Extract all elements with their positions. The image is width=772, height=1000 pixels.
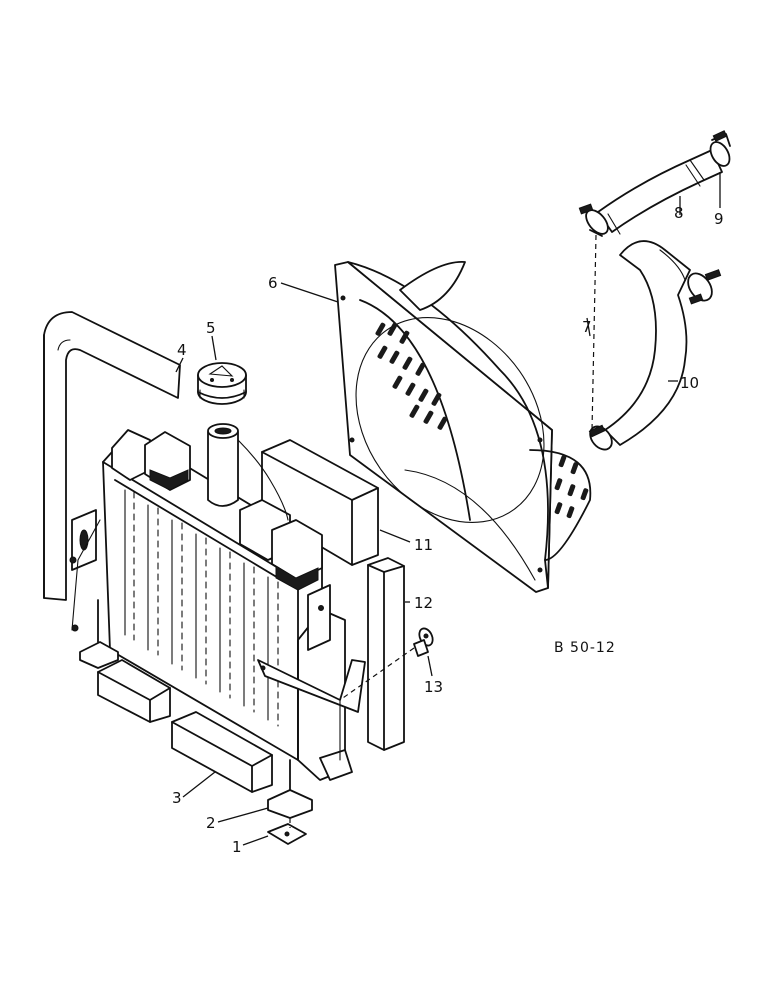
callout-labels: 1 2 3 4 5 6 7 8 9 10 11 12 13 bbox=[172, 204, 724, 856]
shroud-perforations bbox=[375, 322, 589, 519]
callout-8: 8 bbox=[674, 204, 684, 222]
radiator-core bbox=[69, 423, 366, 819]
leader-lines bbox=[175, 172, 721, 846]
hose-clamp-lower-right bbox=[687, 269, 722, 305]
callout-13: 13 bbox=[424, 678, 443, 696]
upper-hose-part-8 bbox=[597, 149, 723, 235]
lower-hose-part-10 bbox=[604, 240, 691, 446]
hose-clamp-part-9-upper bbox=[709, 130, 731, 167]
fan-shroud-part-6 bbox=[334, 261, 592, 593]
callout-2: 2 bbox=[206, 814, 216, 832]
callout-10: 10 bbox=[680, 374, 699, 392]
callout-9: 9 bbox=[714, 210, 724, 228]
callout-12: 12 bbox=[414, 594, 433, 612]
callout-4: 4 bbox=[177, 341, 187, 359]
callout-6: 6 bbox=[268, 274, 278, 292]
foam-strip-part-4 bbox=[43, 311, 181, 601]
assembly-lines bbox=[289, 234, 597, 828]
foam-strip-part-12 bbox=[367, 557, 405, 751]
square-pad-part-1 bbox=[267, 823, 307, 845]
callout-5: 5 bbox=[206, 319, 216, 337]
callout-3: 3 bbox=[172, 789, 182, 807]
figure-reference: B 50-12 bbox=[554, 640, 616, 656]
radiator-cap-part-5 bbox=[197, 362, 247, 405]
drain-plug-part-13 bbox=[413, 627, 434, 657]
radiator-louvres bbox=[124, 489, 279, 727]
filler-neck bbox=[207, 423, 289, 521]
callout-11: 11 bbox=[414, 536, 433, 554]
hose-clamp-upper-left bbox=[578, 203, 609, 237]
callout-1: 1 bbox=[232, 838, 242, 856]
hose-clamp-part-7 bbox=[588, 424, 613, 451]
foam-strips-part-3 bbox=[97, 659, 273, 793]
callout-7: 7 bbox=[582, 318, 592, 336]
